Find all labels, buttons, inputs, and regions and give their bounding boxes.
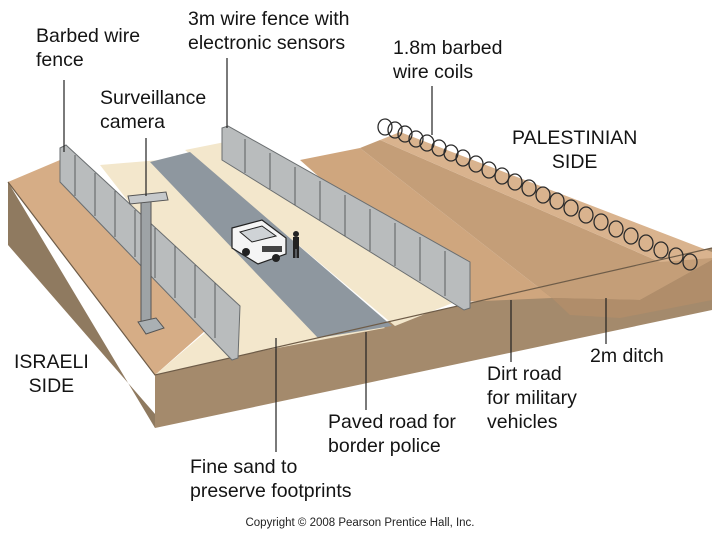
copyright-notice: Copyright © 2008 Pearson Prentice Hall, … bbox=[245, 517, 475, 529]
barbed-fence-posts bbox=[74, 155, 216, 338]
label-ditch: 2m ditch bbox=[590, 345, 664, 367]
berm-top bbox=[380, 132, 712, 262]
berm bbox=[360, 140, 712, 300]
sensor-fence-posts bbox=[244, 139, 446, 296]
dirt-road bbox=[300, 148, 552, 302]
patrol-vehicle-icon bbox=[231, 219, 287, 265]
soldier-figure-icon bbox=[293, 231, 299, 258]
ground-edge bbox=[7, 181, 713, 376]
israeli-ground bbox=[8, 160, 240, 375]
electronic-sensor-fence bbox=[221, 125, 471, 311]
barbed-wire-coils bbox=[377, 118, 698, 271]
fine-sand-strip-right bbox=[185, 142, 460, 326]
ditch bbox=[552, 260, 712, 318]
leader-lines bbox=[63, 58, 607, 452]
surveillance-camera-icon bbox=[127, 191, 169, 335]
